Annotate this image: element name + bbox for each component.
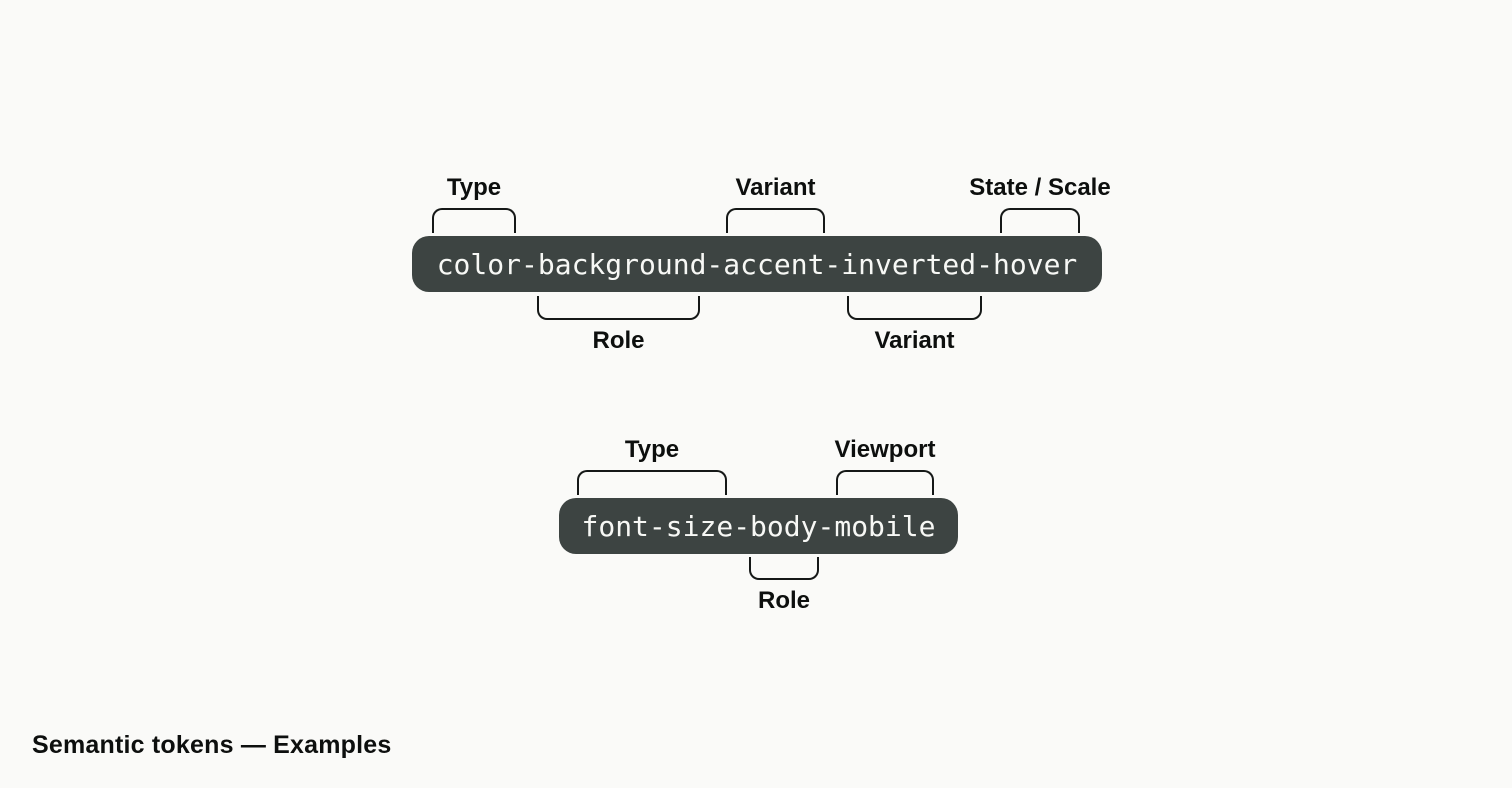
annotation-label: Variant (874, 327, 955, 354)
annotation-variant-bottom: Variant (847, 296, 982, 353)
annotation-label: Variant (735, 174, 816, 201)
token-pill-font-size-body-mobile: font-size-body-mobile (559, 498, 958, 554)
top-bracket-icon (726, 208, 825, 233)
annotation-type: Type (432, 176, 516, 233)
annotation-label: Role (757, 587, 811, 614)
bottom-bracket-icon (537, 296, 700, 320)
token-text: font-size-body-mobile (581, 509, 936, 543)
top-bracket-icon (432, 208, 516, 233)
bottom-bracket-icon (847, 296, 982, 320)
page-title: Semantic tokens — Examples (32, 731, 392, 759)
annotation-label: Viewport (834, 436, 936, 463)
annotation-label: State / Scale (969, 174, 1111, 201)
token-text: color-background-accent-inverted-hover (436, 247, 1078, 281)
annotation-label: Role (592, 327, 645, 354)
annotation-role: Role (537, 296, 700, 353)
annotation-type: Type (577, 438, 727, 495)
top-bracket-icon (577, 470, 727, 495)
top-bracket-icon (1000, 208, 1080, 233)
annotation-role: Role (749, 557, 819, 613)
top-bracket-icon (836, 470, 934, 495)
annotation-variant-top: Variant (726, 176, 825, 233)
annotation-state-scale: State / Scale (969, 176, 1111, 233)
annotation-label: Type (446, 174, 502, 201)
token-pill-color-background-accent-inverted-hover: color-background-accent-inverted-hover (412, 236, 1102, 292)
annotation-label: Type (624, 436, 680, 463)
annotation-viewport: Viewport (835, 438, 935, 495)
bottom-bracket-icon (749, 557, 819, 580)
